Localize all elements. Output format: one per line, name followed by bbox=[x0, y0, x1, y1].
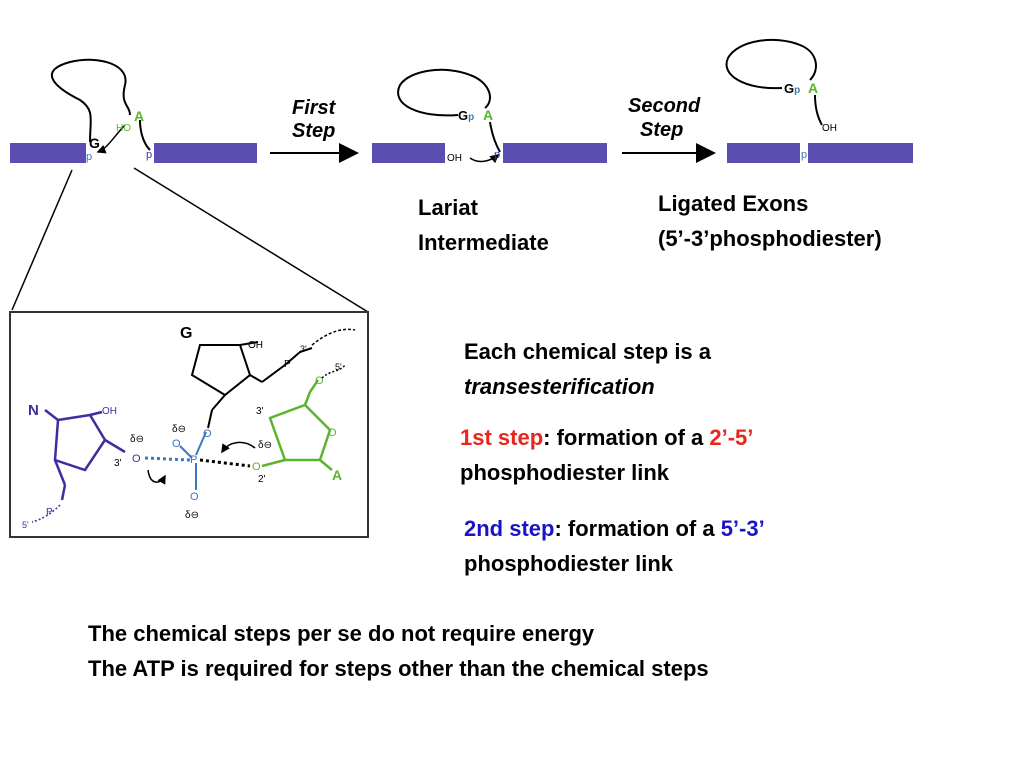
step1-tail: phosphodiester link bbox=[460, 460, 670, 485]
ligated-label-line2: (5’-3’phosphodiester) bbox=[658, 226, 882, 251]
energy-notes: The chemical steps per se do not require… bbox=[88, 616, 709, 686]
inset-center-p: P bbox=[190, 454, 197, 466]
mechanism-inset: G OH P 3' 5' N OH 3' O δ⊖ P 5' P bbox=[9, 311, 369, 538]
transesterification-word: transesterification bbox=[464, 374, 655, 399]
inset-blue-oh: OH bbox=[102, 406, 117, 417]
ligated-gp-label: Gp bbox=[784, 81, 800, 96]
lariat-oh-label: OH bbox=[447, 153, 462, 164]
lariat-stage: Gp A OH p bbox=[372, 68, 607, 164]
step1-link: 2’-5’ bbox=[709, 425, 754, 450]
first-step-label-line1: First bbox=[292, 97, 337, 119]
exon2-bar bbox=[154, 143, 257, 163]
inset-n-label: N bbox=[28, 402, 39, 419]
ligated-a-label: A bbox=[808, 80, 818, 96]
step1-text: 1st step: formation of a 2’-5’ phosphodi… bbox=[460, 420, 753, 490]
ligated-p-label: p bbox=[801, 149, 807, 161]
released-lariat-loop bbox=[725, 38, 817, 90]
inset-center-o-bottom: O bbox=[190, 491, 199, 503]
intron-loop bbox=[50, 58, 131, 143]
lariat-loop bbox=[397, 68, 491, 117]
zoom-line-right bbox=[133, 167, 369, 313]
inset-g-oh: OH bbox=[248, 340, 263, 351]
second-step-label-line1: Second bbox=[628, 95, 701, 117]
inset-center-o-left: O bbox=[172, 438, 181, 450]
blue-nucleotide bbox=[44, 409, 126, 501]
p-label-2: p bbox=[146, 149, 152, 161]
inset-delta-2: δ⊖ bbox=[185, 510, 199, 521]
energy-note-1: The chemical steps per se do not require… bbox=[88, 621, 595, 646]
inset-green-o: O bbox=[252, 461, 261, 473]
each-step-text: Each chemical step is a transesterificat… bbox=[464, 334, 711, 404]
inset-curve-arrow-right bbox=[221, 441, 256, 454]
g-nucleotide bbox=[190, 341, 313, 429]
intron-tail bbox=[139, 119, 151, 151]
lariat-exon2 bbox=[503, 143, 607, 163]
lariat-exon1 bbox=[372, 143, 445, 163]
inset-curve-arrow-left bbox=[147, 469, 166, 485]
lariat-tail bbox=[489, 121, 501, 153]
step1-line1: 1st step: formation of a 2’-5’ bbox=[460, 420, 753, 455]
green-nucleotide bbox=[261, 379, 333, 471]
exon1-bar bbox=[10, 143, 86, 163]
inset-g-3prime: 3' bbox=[300, 344, 307, 354]
inset-frame bbox=[9, 311, 369, 538]
zoom-line-left bbox=[11, 169, 73, 311]
inset-blue-o: O bbox=[132, 453, 141, 465]
inset-top-strand bbox=[311, 328, 356, 346]
inset-green-o-top: O bbox=[315, 375, 324, 387]
step2-line1: 2nd step: formation of a 5’-3’ bbox=[464, 511, 765, 546]
lariat-label-line2: Intermediate bbox=[418, 230, 549, 255]
inset-green-delta: δ⊖ bbox=[258, 440, 272, 451]
lariat-a-label: A bbox=[483, 107, 493, 123]
ho-label: HO bbox=[116, 123, 131, 134]
attack-arrow-1 bbox=[96, 124, 126, 154]
inset-green-a: A bbox=[332, 467, 342, 483]
step2-tail: phosphodiester link bbox=[464, 551, 674, 576]
g-label: G bbox=[89, 135, 100, 151]
step1-mid: : formation of a bbox=[543, 425, 710, 450]
inset-5prime-top: 5' bbox=[335, 362, 342, 372]
inset-blue-p: P bbox=[46, 507, 53, 518]
inset-green-2prime: 2' bbox=[258, 474, 266, 485]
lariat-label: Lariat Intermediate bbox=[418, 190, 549, 260]
inset-blue-3prime: 3' bbox=[114, 458, 122, 469]
step2-mid: : formation of a bbox=[554, 516, 721, 541]
inset-delta-1: δ⊖ bbox=[172, 424, 186, 435]
second-step-arrow: Second Step bbox=[622, 95, 716, 163]
inset-g-p: P bbox=[284, 359, 291, 370]
lariat-p-label: p bbox=[494, 149, 500, 161]
ligated-oh-label: OH bbox=[822, 123, 837, 134]
released-lariat-tail bbox=[814, 94, 823, 126]
inset-blue-delta: δ⊖ bbox=[130, 434, 144, 445]
inset-green-3prime: 3' bbox=[256, 406, 264, 417]
lariat-label-line1: Lariat bbox=[418, 195, 478, 220]
first-step-arrow: First Step bbox=[270, 97, 359, 163]
inset-green-ring-o: O bbox=[328, 427, 337, 439]
ligated-exon2 bbox=[808, 143, 913, 163]
energy-note-2: The ATP is required for steps other than… bbox=[88, 656, 709, 681]
ligated-stage: Gp A OH p bbox=[725, 38, 913, 163]
step2-prefix: 2nd step bbox=[464, 516, 555, 541]
step2-text: 2nd step: formation of a 5’-3’ phosphodi… bbox=[464, 511, 765, 581]
ligated-label-line1: Ligated Exons bbox=[658, 191, 809, 216]
ligated-label: Ligated Exons (5’-3’phosphodiester) bbox=[658, 186, 882, 256]
ligated-exon1 bbox=[727, 143, 800, 163]
each-step-line: Each chemical step is a bbox=[464, 339, 712, 364]
premrna-stage: G p HO A p bbox=[10, 58, 257, 163]
phosphate-center: P O O O δ⊖ δ⊖ bbox=[144, 424, 256, 521]
step1-prefix: 1st step bbox=[460, 425, 544, 450]
inset-g-label: G bbox=[180, 325, 192, 342]
step2-link: 5’-3’ bbox=[720, 516, 765, 541]
second-step-label-line2: Step bbox=[640, 119, 683, 141]
inset-center-o-top: O bbox=[203, 428, 212, 440]
inset-green-strand bbox=[321, 364, 346, 379]
p-label-1: p bbox=[86, 151, 92, 163]
lariat-gp-label: Gp bbox=[458, 108, 474, 123]
a-label: A bbox=[134, 108, 144, 124]
first-step-label-line2: Step bbox=[292, 120, 335, 142]
attack-arrow-2 bbox=[469, 154, 500, 164]
inset-5prime-bottom: 5' bbox=[22, 520, 29, 530]
